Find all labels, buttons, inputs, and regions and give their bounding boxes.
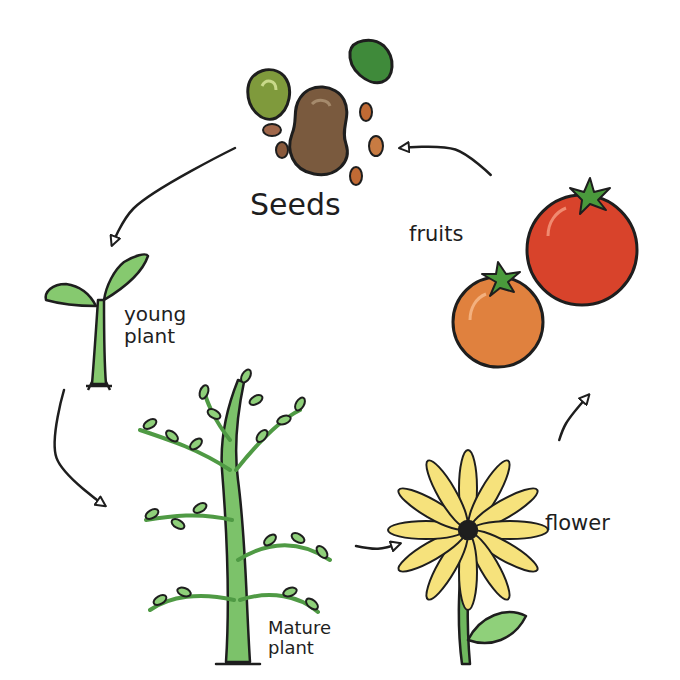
cycle-arrow [112, 148, 235, 245]
stage-label: young plant [124, 303, 196, 347]
flower-drawing [388, 450, 548, 664]
stage-fruits: fruits [405, 175, 650, 395]
stage-flower: flower [400, 440, 645, 670]
stage-label: Mature plant [268, 618, 352, 658]
stage-label: flower [545, 512, 610, 535]
cycle-arrow [55, 390, 105, 506]
cycle-arrow [356, 544, 400, 549]
stage-seeds: Seeds [235, 25, 400, 230]
stage-young-plant: young plant [40, 245, 200, 390]
stage-label: fruits [409, 223, 463, 246]
stage-label: Seeds [250, 188, 341, 221]
stage-mature-plant: Mature plant [105, 360, 356, 670]
cycle-arrow [400, 147, 491, 175]
cycle-arrow [559, 395, 589, 440]
fruits-drawing [453, 178, 637, 367]
seeds-drawing [248, 40, 392, 185]
